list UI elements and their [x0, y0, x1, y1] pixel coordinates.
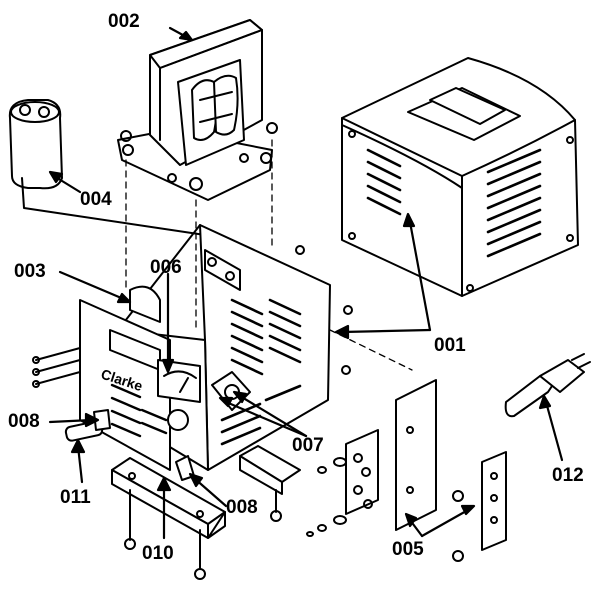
label-part-002: 002 — [108, 11, 140, 32]
label-part-010: 010 — [142, 543, 174, 564]
label-part-008-b: 008 — [226, 497, 258, 518]
leader-lines — [48, 26, 564, 540]
capacitor-part-004 — [8, 99, 206, 251]
cover-part-001 — [341, 57, 579, 297]
terminal-plate-part-005 — [306, 379, 507, 562]
label-part-004: 004 — [80, 189, 112, 210]
label-part-005: 005 — [392, 539, 424, 560]
transformer-part-002 — [117, 19, 278, 331]
label-part-008-a: 008 — [8, 411, 40, 432]
label-part-007: 007 — [292, 435, 324, 456]
plug-part-012 — [504, 353, 591, 418]
label-part-012: 012 — [552, 465, 584, 486]
label-part-001: 001 — [434, 335, 466, 356]
label-part-006: 006 — [150, 257, 182, 278]
label-part-011: 011 — [60, 487, 91, 508]
label-part-003: 003 — [14, 261, 46, 282]
knob-part-011 — [64, 409, 111, 442]
